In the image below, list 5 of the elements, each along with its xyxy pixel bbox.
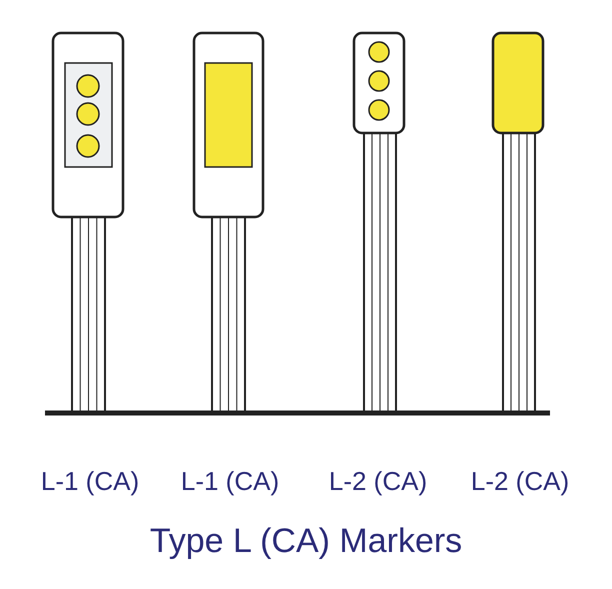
marker-type-label: L-1 (CA)	[40, 466, 140, 497]
diagram-title: Type L (CA) Markers	[150, 522, 462, 561]
marker-type-label: L-2 (CA)	[470, 466, 570, 497]
marker-type-label: L-1 (CA)	[180, 466, 280, 497]
marker-type-label: L-2 (CA)	[328, 466, 428, 497]
